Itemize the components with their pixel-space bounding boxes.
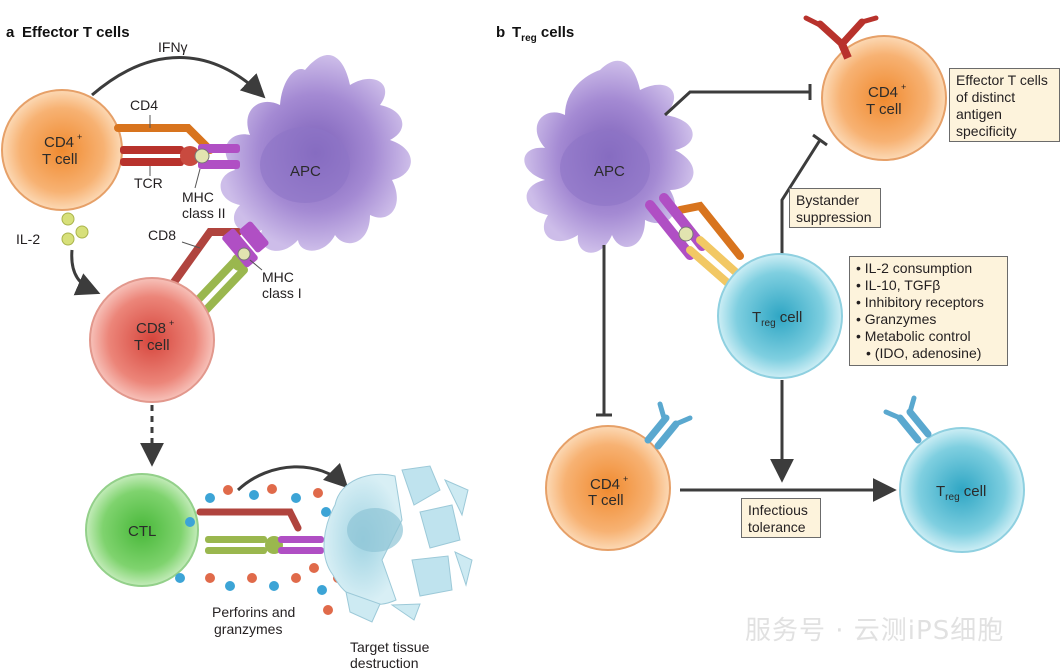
panel-b-letter: b <box>496 24 505 41</box>
lower-cd4-receptor-icon <box>644 401 693 450</box>
lower-cd4-label-1: CD4 <box>590 476 620 493</box>
cd8-cell-label-2: T cell <box>134 337 170 354</box>
mechanisms-box: IL-2 consumption IL-10, TGFβ Inhibitory … <box>849 256 1008 366</box>
mhc-class-ii <box>194 144 240 169</box>
mechanism-item-continued: (IDO, adenosine) <box>856 345 1001 362</box>
treg-cell <box>717 253 843 379</box>
ctl-label: CTL <box>128 523 156 540</box>
cd4-cell-label-1: CD4 <box>44 134 74 151</box>
kill-arrow <box>236 462 349 492</box>
target-label-2: destruction <box>350 655 418 668</box>
effector-cd4-sup: + <box>901 82 906 92</box>
watermark: 服务号 · 云测iPS细胞 <box>745 616 1005 646</box>
cd8-cell-sup: + <box>169 318 174 328</box>
perforins-label-2: granzymes <box>214 621 282 637</box>
perforin-granzyme-dots <box>175 484 343 615</box>
apc-cell-a <box>220 54 411 251</box>
mhc2-label-2: class II <box>182 205 226 221</box>
cd4-cell-sup: + <box>77 132 82 142</box>
effector-cd4-label-1: CD4 <box>868 84 898 101</box>
lower-cd4-sup: + <box>623 474 628 484</box>
bystander-box: Bystander suppression <box>789 188 881 228</box>
apc-to-effector-inhibit <box>663 90 810 117</box>
effector-box: Effector T cells of distinct antigen spe… <box>949 68 1060 142</box>
treg-cell-label: Treg cell <box>752 309 802 329</box>
treg2-cell <box>899 427 1025 553</box>
bystander-box-line: Bystander <box>796 192 860 208</box>
mechanism-item: Inhibitory receptors <box>856 294 1001 311</box>
cd4-molecule <box>114 124 214 154</box>
mechanism-item: IL-10, TGFβ <box>856 277 1001 294</box>
tcr-molecule <box>120 146 200 166</box>
ctl-cell <box>85 473 199 587</box>
il2-dots <box>61 212 89 246</box>
cd4-cell-label-2: T cell <box>42 151 78 168</box>
apc-label-b: APC <box>594 163 625 180</box>
bystander-box-line: suppression <box>796 209 872 225</box>
tcr-label: TCR <box>134 175 163 191</box>
apc-label-a: APC <box>290 163 321 180</box>
treg2-receptor-icon <box>883 395 932 444</box>
ctl-receptor <box>196 508 324 554</box>
mechanism-item: Metabolic control <box>856 328 1001 345</box>
mhc-class-i <box>222 221 269 268</box>
treg-apc-receptor <box>645 193 744 289</box>
target-tissue-cell <box>323 465 473 623</box>
cd8-cell-label-1: CD8 <box>136 320 166 337</box>
effector-box-line: specificity <box>956 123 1017 139</box>
il2-arrow <box>70 249 101 296</box>
mechanism-item: Granzymes <box>856 311 1001 328</box>
cd8-label: CD8 <box>148 227 176 243</box>
cd8-t-cell <box>89 277 215 403</box>
mhc2-label-1: MHC <box>182 189 214 205</box>
lower-cd4-cell <box>545 425 671 551</box>
bystander-line <box>780 139 822 260</box>
il2-label: IL-2 <box>16 231 40 247</box>
effector-box-line: Effector T cells <box>956 72 1048 88</box>
effector-cd4-label-2: T cell <box>866 101 902 118</box>
infectious-box: Infectious tolerance <box>741 498 821 538</box>
ifn-arrow <box>91 56 266 99</box>
treg2-cell-label: Treg cell <box>936 483 986 503</box>
ifn-label: IFNγ <box>158 39 188 55</box>
panel-a-title: Effector T cells <box>22 24 130 41</box>
panel-b-title: Treg cells <box>512 24 574 44</box>
perforins-label-1: Perforins and <box>212 604 295 620</box>
panel-a-letter: a <box>6 24 15 41</box>
mhc1-label-1: MHC <box>262 269 294 285</box>
effector-cd4-cell <box>821 35 947 161</box>
effector-receptor-icon <box>803 15 879 60</box>
target-label-1: Target tissue <box>350 639 430 655</box>
mechanism-item: IL-2 consumption <box>856 260 1001 277</box>
effector-box-line: of distinct <box>956 89 1016 105</box>
infectious-box-line: tolerance <box>748 519 806 535</box>
lower-cd4-label-2: T cell <box>588 492 624 509</box>
cd4-label: CD4 <box>130 97 158 113</box>
infectious-box-line: Infectious <box>748 502 808 518</box>
effector-box-line: antigen <box>956 106 1002 122</box>
mhc1-label-2: class I <box>262 285 302 301</box>
